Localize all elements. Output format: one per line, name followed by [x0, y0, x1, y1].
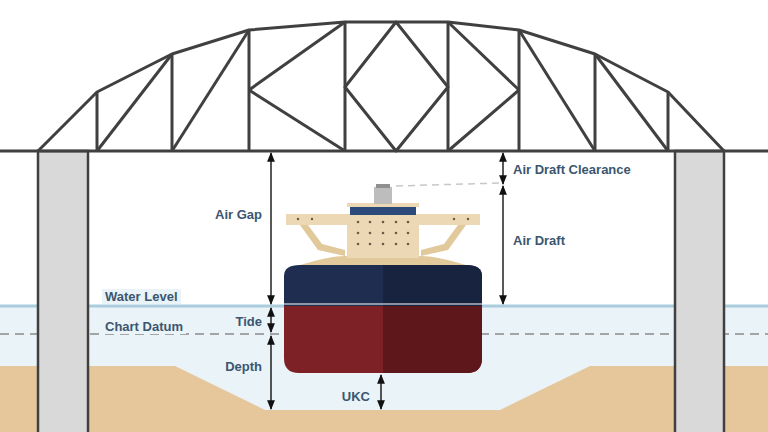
- bridge-wing-support: [300, 225, 345, 256]
- portholes: [297, 218, 469, 246]
- wheelhouse: [350, 206, 416, 215]
- bridge-truss: [0, 22, 768, 151]
- bridge-deck: [0, 150, 768, 153]
- depth-arrow: [270, 336, 271, 409]
- dimension-label: Depth: [225, 359, 262, 374]
- truss-diamond: [345, 22, 448, 151]
- ship-hull-lower-shade: [383, 306, 482, 373]
- tide-arrow: [270, 308, 271, 332]
- truss-diagonal: [448, 90, 519, 151]
- bridge-pier: [38, 151, 88, 432]
- dimension-label: Air Gap: [215, 207, 262, 222]
- air-draft-clearance-arrow: [502, 153, 503, 184]
- truss-diagonal: [97, 54, 172, 151]
- truss-vertical: [594, 54, 597, 151]
- deckhouse: [347, 214, 419, 258]
- ship-hull-lower: [284, 306, 482, 373]
- ship-hull-upper: [284, 265, 482, 306]
- truss-vertical: [171, 54, 174, 151]
- bridge-wing-support: [421, 225, 466, 256]
- level-label: Chart Datum: [102, 319, 186, 334]
- air-gap-arrow: [270, 153, 271, 304]
- funnel-top: [376, 184, 390, 188]
- truss-vertical: [667, 92, 670, 151]
- truss-diagonal: [249, 90, 345, 151]
- bridge-pier: [675, 151, 724, 432]
- ship-hull-upper-shade: [383, 265, 482, 306]
- dimension-label: Air Draft: [513, 233, 565, 248]
- truss-diagonal: [249, 22, 345, 90]
- level-label: Water Level: [102, 289, 181, 304]
- ship: [284, 184, 482, 373]
- dimension-arrows: [271, 153, 503, 409]
- boot-top-line: [284, 303, 482, 304]
- funnel: [374, 187, 392, 204]
- top-chord: [38, 22, 724, 151]
- seabed: [0, 366, 768, 432]
- water-body: [0, 306, 768, 432]
- truss-diagonal: [172, 30, 249, 151]
- truss-diagonal: [519, 30, 595, 151]
- truss-diagonal: [448, 22, 519, 90]
- dimension-label: UKC: [342, 389, 370, 404]
- truss-vertical: [96, 92, 99, 151]
- air-draft-arrow: [502, 186, 503, 304]
- ukc-arrow: [380, 375, 381, 409]
- truss-diagonal: [595, 54, 668, 151]
- dimension-label: Air Draft Clearance: [513, 162, 631, 177]
- dimension-label: Tide: [236, 314, 263, 329]
- air-draft-reference-line: [396, 183, 500, 186]
